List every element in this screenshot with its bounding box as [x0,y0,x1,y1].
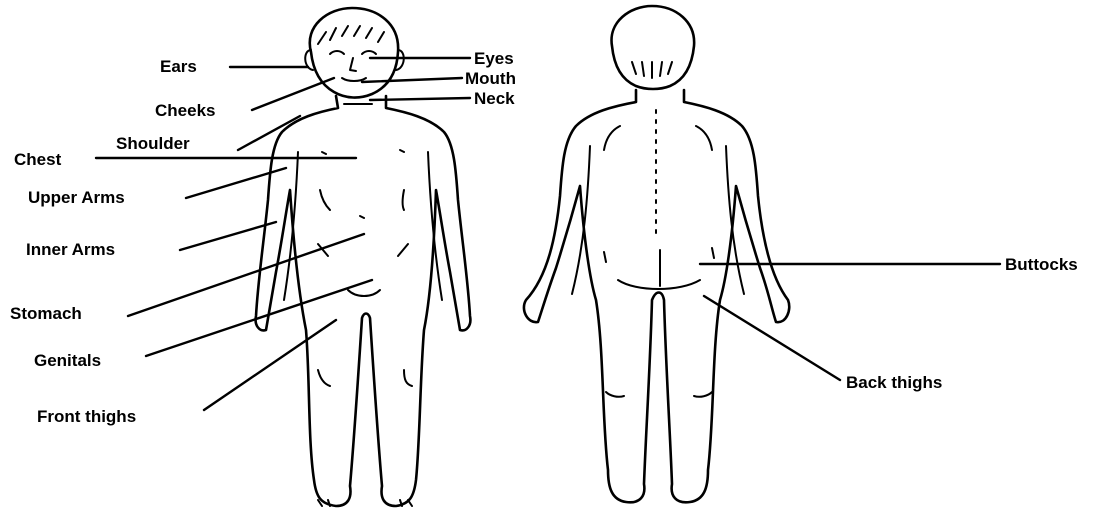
label-upper-arms: Upper Arms [28,188,125,208]
back-knee-right [694,392,712,397]
label-genitals: Genitals [34,351,101,371]
back-left-arm-inner [572,146,590,294]
label-chest: Chest [14,150,61,170]
front-rib-right [403,190,405,210]
front-knee-left [318,370,330,386]
label-back-thighs: Back thighs [846,373,942,393]
leader-stomach [128,234,364,316]
front-head [310,8,398,98]
leader-mouth [362,78,462,82]
front-eye-left [330,51,344,54]
label-mouth: Mouth [465,69,516,89]
leader-front-thighs [204,320,336,410]
back-shoulder-blade-right [696,126,712,150]
leader-cheeks [252,78,334,110]
back-knee-left [606,392,624,397]
leader-lines [96,58,1000,410]
front-rib-left [320,190,330,210]
label-front-thighs: Front thighs [37,407,136,427]
leader-upper-arms [186,168,286,198]
label-stomach: Stomach [10,304,82,324]
back-right-arm-inner [726,146,744,294]
front-nose [350,58,356,71]
back-figure [524,6,789,502]
front-knee-right [404,370,412,386]
front-navel [360,216,364,218]
leader-shoulder [238,116,300,150]
front-mouth [342,78,366,81]
label-buttocks: Buttocks [1005,255,1115,275]
label-shoulder: Shoulder [116,134,190,154]
front-hip-right [398,244,408,256]
label-eyes: Eyes [474,49,514,69]
front-left-arm-inner [284,152,298,300]
label-neck: Neck [474,89,515,109]
label-ears: Ears [160,57,197,77]
back-hair [632,62,672,78]
front-nipple-left [322,152,326,154]
front-groin [348,290,380,296]
back-shoulder-blade-left [604,126,620,150]
front-hair [318,26,384,44]
label-inner-arms: Inner Arms [26,240,115,260]
front-eye-right [362,51,376,54]
label-cheeks: Cheeks [155,101,215,121]
front-nipple-right [400,150,404,152]
